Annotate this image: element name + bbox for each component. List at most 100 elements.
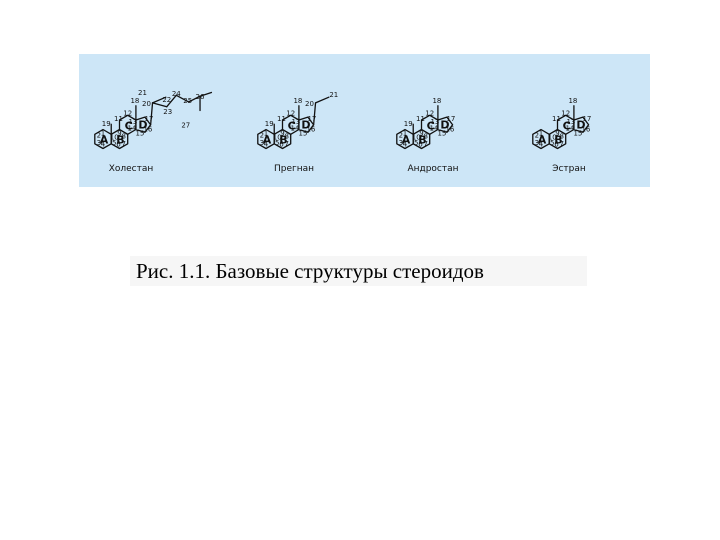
atom-number-8: 8: [559, 132, 563, 140]
atom-number-15: 15: [573, 129, 582, 137]
ring-label-d: D: [138, 118, 147, 131]
atom-number-9: 9: [117, 130, 121, 138]
molecule-name: Холестан: [109, 164, 154, 174]
atom-number-6: 6: [116, 141, 121, 149]
atom-number-8: 8: [423, 132, 427, 140]
molecule-name: Андростан: [407, 164, 458, 174]
atom-number-12: 12: [123, 109, 132, 117]
atom-number-14: 14: [290, 125, 299, 133]
atom-number-5: 5: [275, 139, 279, 147]
atom-number-14: 14: [127, 125, 136, 133]
bond-22-23: [166, 94, 177, 108]
atom-number-2: 2: [260, 131, 264, 139]
atom-number-14: 14: [429, 125, 438, 133]
atom-number-11: 11: [416, 115, 425, 123]
atom-number-15: 15: [298, 129, 307, 137]
molecule-name: Прегнан: [274, 164, 314, 174]
atom-number-2: 2: [97, 131, 101, 139]
atom-number-24: 24: [172, 90, 181, 98]
atom-number-15: 15: [135, 129, 144, 137]
atom-number-1: 1: [264, 130, 268, 138]
atom-number-7: 7: [559, 140, 563, 148]
atom-number-8: 8: [121, 132, 125, 140]
atom-number-2: 2: [399, 131, 403, 139]
atom-number-7: 7: [423, 140, 427, 148]
ring-label-c: C: [288, 119, 296, 132]
atom-number-21: 21: [329, 91, 338, 99]
atom-number-21: 21: [138, 89, 147, 97]
ring-label-a: A: [402, 134, 411, 147]
atom-number-12: 12: [286, 109, 295, 117]
atom-number-17: 17: [307, 115, 316, 123]
atom-number-17: 17: [144, 115, 153, 123]
atom-number-19: 19: [265, 120, 274, 128]
atom-number-18: 18: [293, 97, 302, 105]
ring-label-b: B: [116, 134, 124, 147]
atom-number-17: 17: [582, 115, 591, 123]
atom-number-13: 13: [566, 118, 575, 126]
atom-number-4: 4: [264, 141, 269, 149]
atom-number-17: 17: [446, 115, 455, 123]
atom-number-19: 19: [102, 120, 111, 128]
atom-number-3: 3: [535, 139, 539, 147]
atom-number-10: 10: [548, 133, 557, 141]
atom-number-6: 6: [554, 141, 559, 149]
atom-number-2: 2: [535, 131, 539, 139]
atom-number-3: 3: [97, 139, 101, 147]
ring-d: [573, 116, 590, 133]
atom-number-11: 11: [552, 115, 561, 123]
atom-number-10: 10: [412, 133, 421, 141]
atom-number-16: 16: [581, 125, 590, 133]
atom-number-9: 9: [419, 130, 423, 138]
bond-20-21: [314, 96, 330, 104]
bond-20-21: [151, 96, 167, 104]
atom-number-16: 16: [306, 125, 315, 133]
bond-24-25: [187, 95, 201, 103]
ring-label-c: C: [125, 119, 133, 132]
atom-number-22: 22: [162, 96, 171, 104]
atom-number-14: 14: [565, 125, 574, 133]
bond-17-20: [312, 102, 317, 126]
bond-17-20: [149, 102, 154, 126]
atom-number-23: 23: [163, 108, 172, 116]
ring-label-c: C: [427, 119, 435, 132]
atom-number-1: 1: [539, 130, 543, 138]
atom-number-20: 20: [142, 100, 151, 108]
bond-23-24: [175, 94, 190, 103]
atom-number-10: 10: [273, 133, 282, 141]
ring-label-d: D: [576, 118, 585, 131]
atom-number-27: 27: [181, 122, 190, 130]
atom-number-5: 5: [414, 139, 418, 147]
ring-label-b: B: [418, 134, 426, 147]
ring-label-b: B: [279, 134, 287, 147]
atom-number-6: 6: [279, 141, 284, 149]
atom-number-16: 16: [445, 125, 454, 133]
atom-number-6: 6: [418, 141, 423, 149]
ring-d: [437, 116, 454, 133]
bond-25-26: [199, 91, 213, 97]
atom-number-3: 3: [260, 139, 264, 147]
atom-number-13: 13: [128, 118, 137, 126]
atom-number-7: 7: [284, 140, 288, 148]
atom-number-13: 13: [430, 118, 439, 126]
ring-label-d: D: [440, 118, 449, 131]
atom-number-18: 18: [432, 97, 441, 105]
atom-number-7: 7: [121, 140, 125, 148]
atom-number-10: 10: [110, 133, 119, 141]
bond-20-22: [151, 102, 168, 108]
atom-number-18: 18: [568, 97, 577, 105]
ring-d: [135, 116, 152, 133]
atom-number-25: 25: [183, 97, 192, 105]
atom-number-5: 5: [112, 139, 116, 147]
atom-number-3: 3: [399, 139, 403, 147]
atom-number-18: 18: [130, 97, 139, 105]
atom-number-4: 4: [101, 141, 106, 149]
atom-number-12: 12: [561, 109, 570, 117]
atom-number-4: 4: [539, 141, 544, 149]
molecule-name: Эстран: [552, 164, 586, 174]
atom-number-8: 8: [284, 132, 288, 140]
atom-number-13: 13: [291, 118, 300, 126]
atom-number-5: 5: [550, 139, 554, 147]
